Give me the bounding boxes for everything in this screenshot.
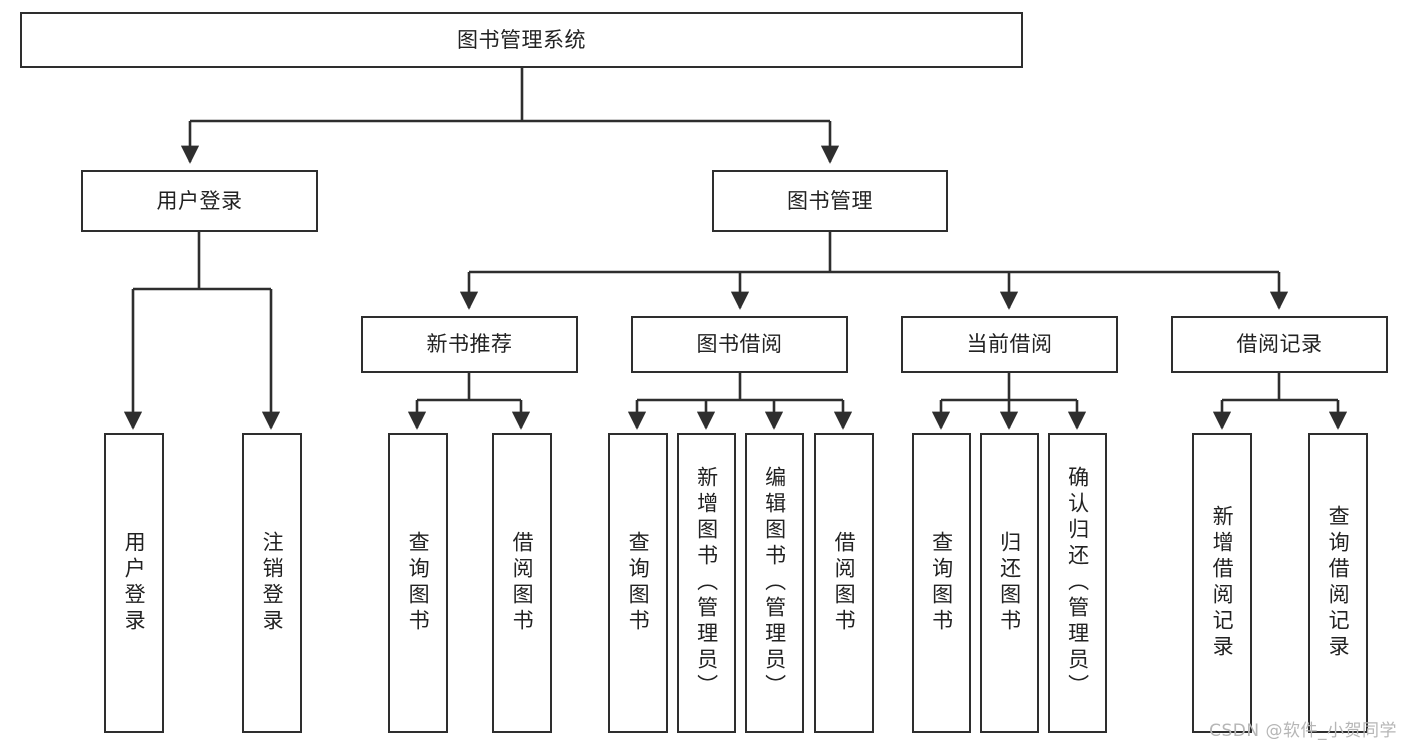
leaf-current-borrow-confirm[interactable]: 确认归还（管理员） [1048,433,1107,733]
leaf-current-borrow-query-label: 查询图书 [929,531,954,635]
leaf-user-login-login[interactable]: 用户登录 [104,433,164,733]
leaf-new-book-borrow-label: 借阅图书 [510,531,535,635]
leaf-book-borrow-borrow[interactable]: 借阅图书 [814,433,874,733]
leaf-book-borrow-borrow-label: 借阅图书 [832,531,857,635]
node-current-borrow-label: 当前借阅 [966,332,1053,357]
leaf-user-login-logout-label: 注销登录 [260,531,285,635]
node-user-login-label: 用户登录 [156,188,243,213]
leaf-book-borrow-query-label: 查询图书 [626,531,651,635]
node-book-management-label: 图书管理 [787,188,873,213]
leaf-borrow-record-add[interactable]: 新增借阅记录 [1192,433,1252,733]
leaf-book-borrow-edit[interactable]: 编辑图书（管理员） [745,433,804,733]
leaf-user-login-logout[interactable]: 注销登录 [242,433,302,733]
leaf-book-borrow-query[interactable]: 查询图书 [608,433,668,733]
leaf-new-book-query[interactable]: 查询图书 [388,433,448,733]
leaf-book-borrow-add-label: 新增图书（管理员） [694,466,719,700]
leaf-current-borrow-return[interactable]: 归还图书 [980,433,1039,733]
watermark: CSDN @软件_小贺同学 [1209,721,1397,741]
leaf-current-borrow-return-label: 归还图书 [997,531,1022,635]
leaf-borrow-record-query[interactable]: 查询借阅记录 [1308,433,1368,733]
leaf-new-book-query-label: 查询图书 [406,531,431,635]
leaf-current-borrow-confirm-label: 确认归还（管理员） [1065,466,1090,700]
leaf-borrow-record-add-label: 新增借阅记录 [1210,505,1235,661]
node-new-book-recommend[interactable]: 新书推荐 [361,316,578,373]
node-borrow-record-label: 借阅记录 [1236,332,1323,357]
leaf-new-book-borrow[interactable]: 借阅图书 [492,433,552,733]
leaf-current-borrow-query[interactable]: 查询图书 [912,433,971,733]
node-book-borrow[interactable]: 图书借阅 [631,316,848,373]
node-root-label: 图书管理系统 [457,27,586,52]
node-new-book-recommend-label: 新书推荐 [426,332,513,357]
leaf-user-login-login-label: 用户登录 [122,531,147,635]
node-borrow-record[interactable]: 借阅记录 [1171,316,1388,373]
node-book-borrow-label: 图书借阅 [696,332,783,357]
node-root[interactable]: 图书管理系统 [20,12,1023,68]
leaf-book-borrow-add[interactable]: 新增图书（管理员） [677,433,736,733]
node-user-login[interactable]: 用户登录 [81,170,318,232]
leaf-borrow-record-query-label: 查询借阅记录 [1326,505,1351,661]
leaf-book-borrow-edit-label: 编辑图书（管理员） [762,466,787,700]
node-current-borrow[interactable]: 当前借阅 [901,316,1118,373]
node-book-management[interactable]: 图书管理 [712,170,948,232]
